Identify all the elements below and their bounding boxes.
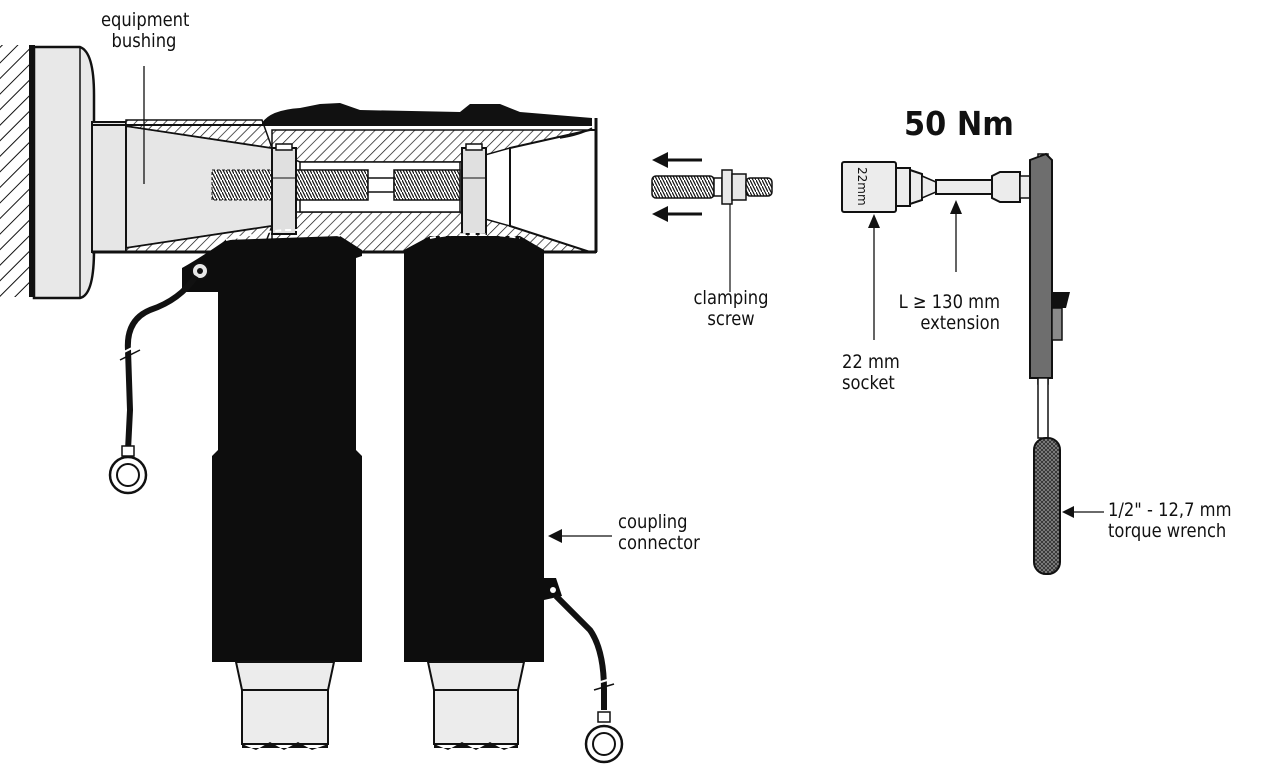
equipment-flange <box>32 45 96 300</box>
label-socket-line1: 22 mm <box>842 351 900 373</box>
threaded-studs <box>211 169 461 201</box>
label-extension-line1: L ≥ 130 mm <box>898 291 1000 313</box>
label-equipment-bushing-line2: bushing <box>111 30 177 52</box>
leader-lines <box>143 66 1104 543</box>
label-torque-wrench-line2: torque wrench <box>1108 520 1227 542</box>
torque-value: 50 Nm <box>904 104 1014 143</box>
label-equipment-bushing: equipment bushing <box>101 9 190 52</box>
socket-and-extension: 22mm <box>841 161 1031 213</box>
label-clamping-screw-line2: screw <box>707 308 755 330</box>
wall <box>0 45 35 297</box>
label-torque-wrench-line1: 1/2" - 12,7 mm <box>1108 499 1232 521</box>
label-extension-line2: extension <box>920 312 1000 334</box>
cable-tails <box>234 661 526 750</box>
label-equipment-bushing-line1: equipment <box>101 9 190 31</box>
earth-leads <box>108 274 624 764</box>
label-clamping-screw: clamping screw <box>685 288 776 330</box>
label-clamping-screw-line1: clamping <box>693 287 769 309</box>
label-socket: 22 mm socket <box>842 352 900 394</box>
vertical-bolts <box>271 143 487 235</box>
label-coupling-connector: coupling connector <box>618 512 700 554</box>
right-connector-sleeve <box>404 233 562 662</box>
label-socket-line2: socket <box>842 372 895 394</box>
left-connector-sleeve <box>182 229 362 662</box>
clamping-screw-part <box>651 169 773 292</box>
label-torque-wrench: 1/2" - 12,7 mm torque wrench <box>1108 500 1232 542</box>
label-coupling-connector-line2: connector <box>618 532 700 554</box>
torque-wrench <box>1029 152 1070 575</box>
socket-marking-text: 22mm <box>855 167 869 206</box>
removal-arrows <box>652 152 702 222</box>
label-extension: L ≥ 130 mm extension <box>871 292 1000 334</box>
label-coupling-connector-line1: coupling <box>618 511 688 533</box>
